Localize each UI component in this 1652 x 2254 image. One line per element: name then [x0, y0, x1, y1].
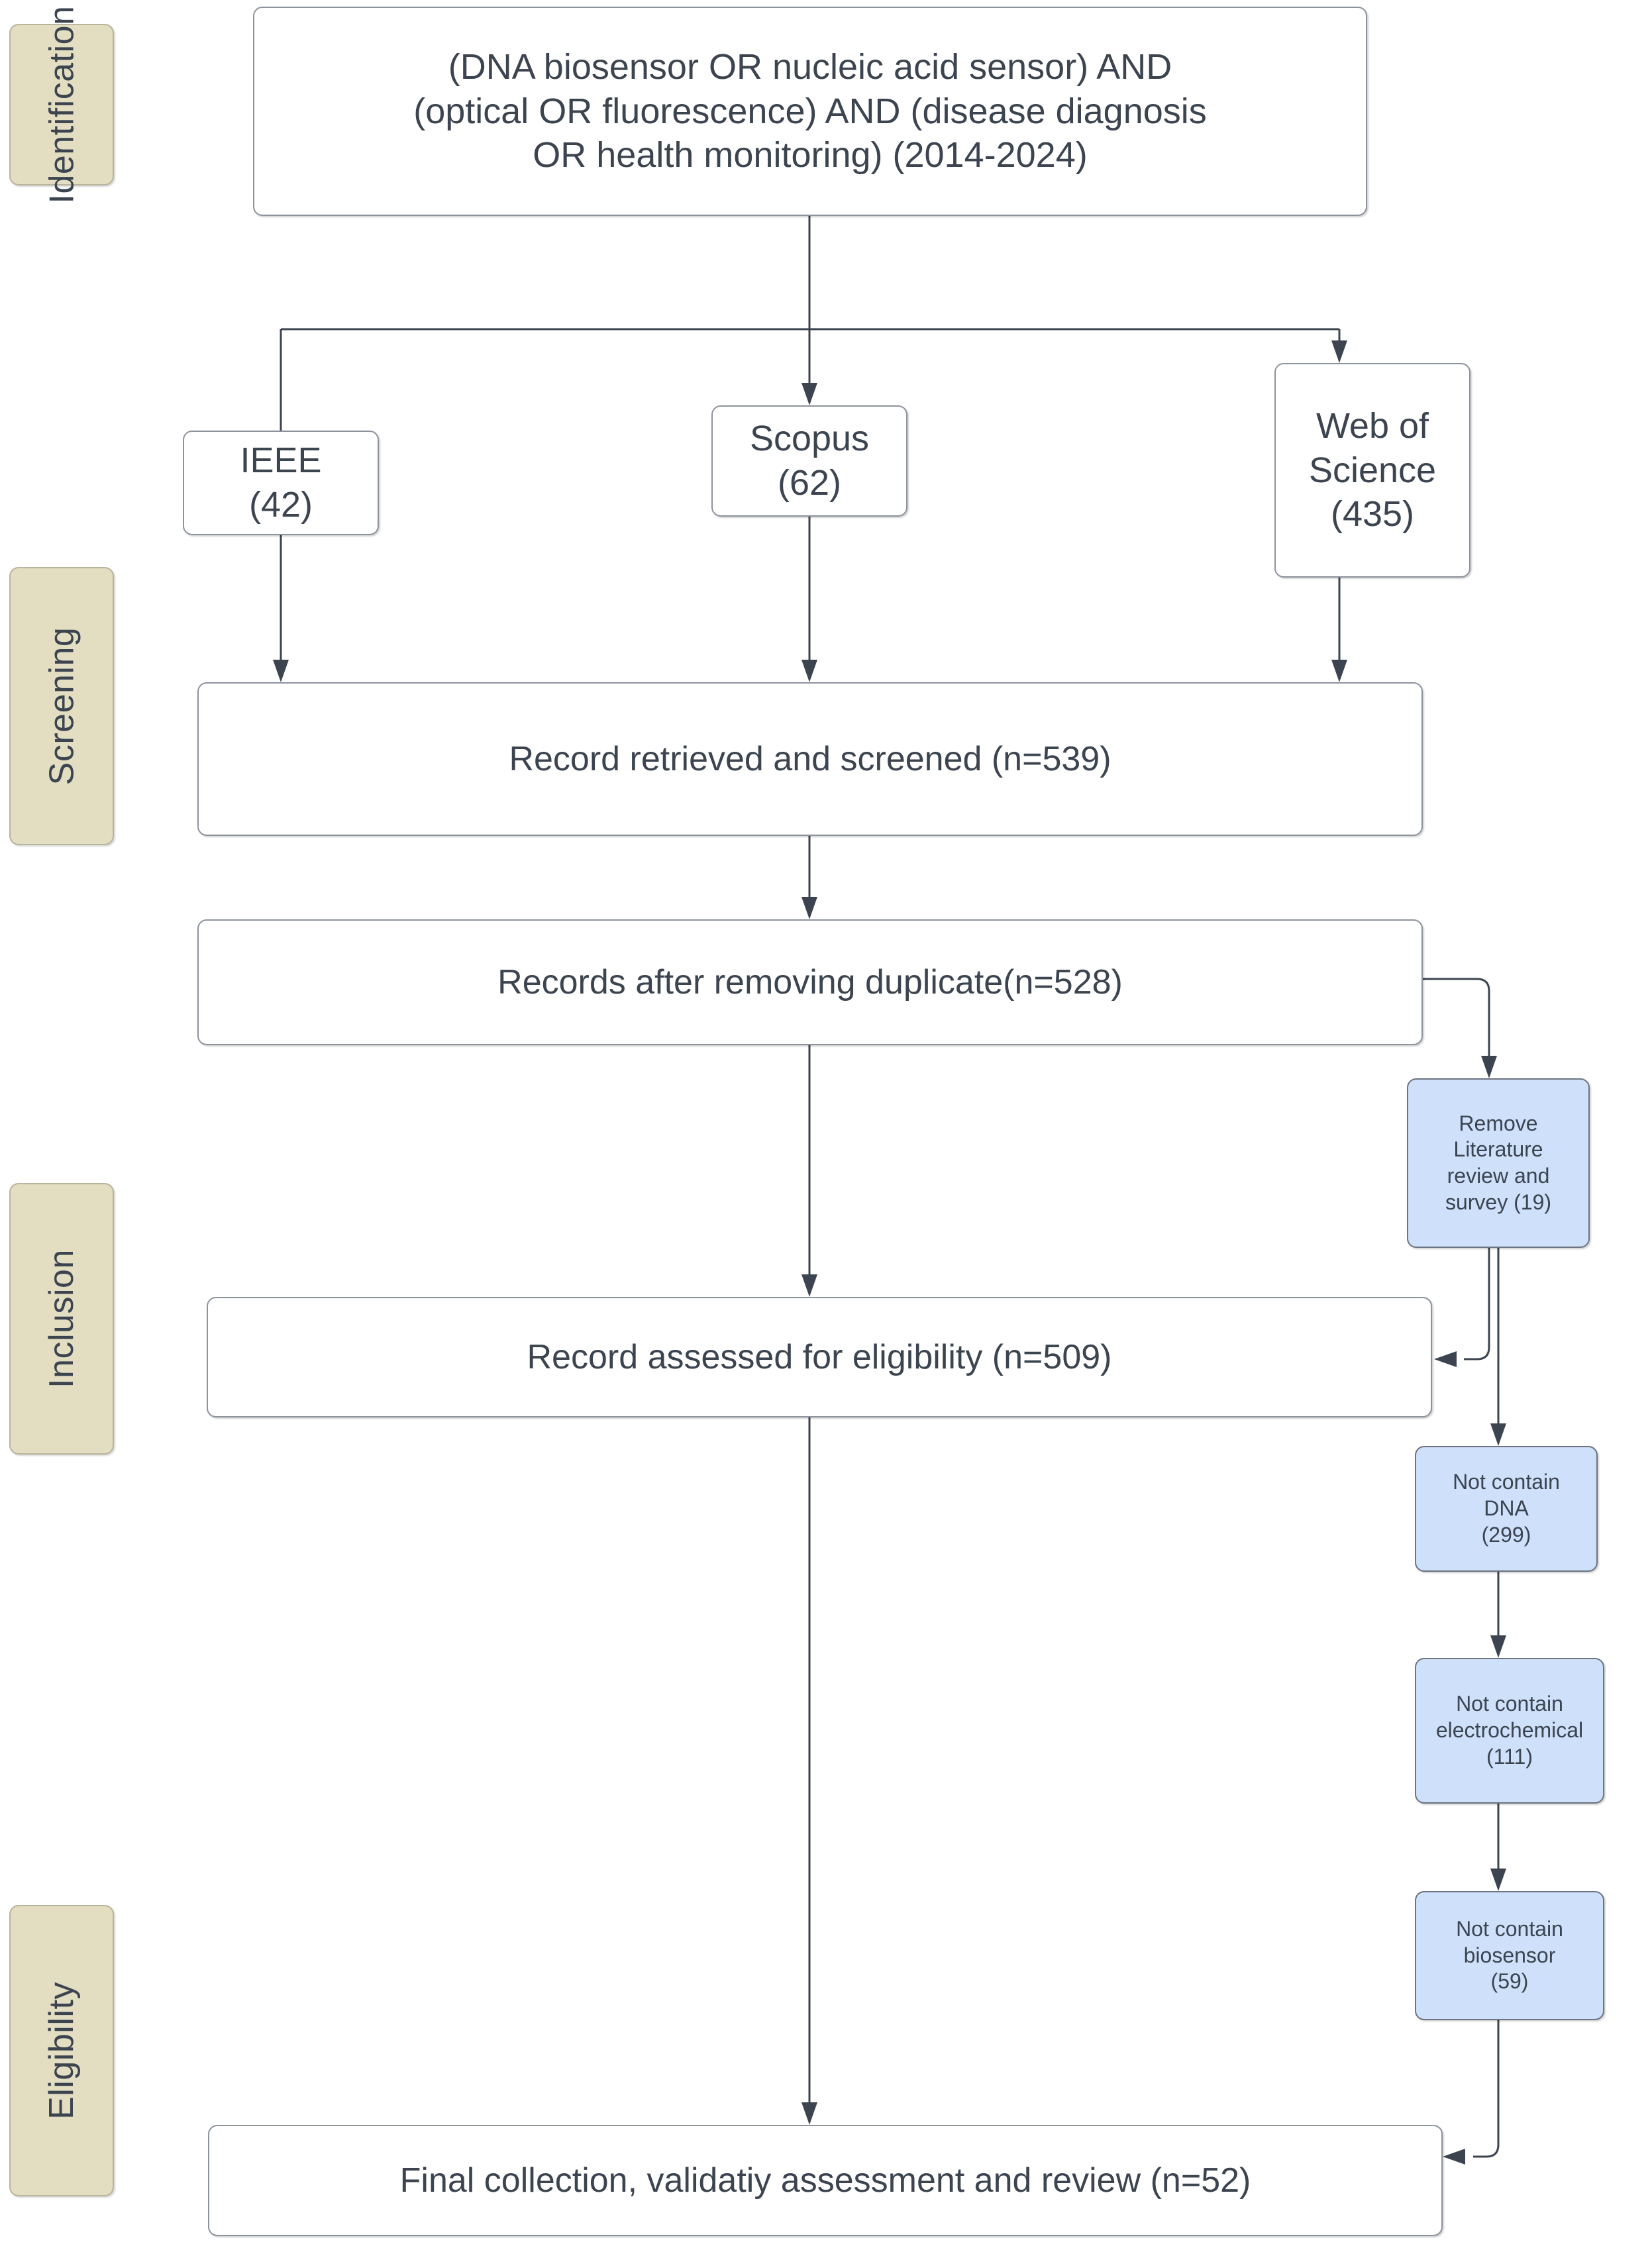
arrowhead-retrieved-right [1331, 660, 1347, 682]
exclusion-not-contain-electrochemical-line-1: Not contain [1456, 1692, 1563, 1716]
stage-label-identification: Identification [9, 6, 114, 203]
exclusion-not-contain-biosensor-line-3: (59) [1490, 1969, 1529, 1994]
arrowhead-final [801, 2102, 817, 2125]
exclusion-literature-review-line-2: Literature [1453, 1137, 1543, 1162]
database-count-wos: (435) [1330, 494, 1415, 535]
arrowhead-eligibility-right-in [1434, 1351, 1457, 1367]
exclusion-not-contain-electrochemical-line-3: (111) [1486, 1744, 1533, 1768]
records-deduplicated-box: Records after removing duplicate(n=528) [197, 919, 1423, 1045]
final-collection-label: Final collection, validatiy assessment a… [399, 2161, 1251, 2200]
arrowhead-retrieved-left [273, 660, 289, 682]
database-box-scopus: Scopus (62) [711, 405, 907, 517]
final-collection-box: Final collection, validatiy assessment a… [208, 2125, 1443, 2236]
arrowhead-wos [1331, 340, 1347, 363]
exclusion-box-not-contain-biosensor: Not contain biosensor (59) [1415, 1891, 1604, 2020]
database-count-ieee: (42) [248, 485, 313, 525]
arrowhead-deduped [801, 897, 817, 919]
database-name-scopus: Scopus [749, 419, 870, 459]
records-eligibility-label: Record assessed for eligibility (n=509) [527, 1337, 1112, 1376]
records-eligibility-box: Record assessed for eligibility (n=509) [207, 1297, 1432, 1417]
exclusion-not-contain-dna-line-2: DNA [1484, 1496, 1529, 1521]
database-count-scopus: (62) [777, 463, 842, 503]
database-name-wos-line-2: Science [1308, 450, 1437, 490]
connector-litreview-to-eligibility [1464, 1248, 1490, 1360]
database-box-ieee: IEEE (42) [183, 431, 379, 535]
stage-label-eligibility: Eligibility [9, 1905, 114, 2196]
records-retrieved-label: Record retrieved and screened (n=539) [509, 739, 1111, 778]
search-query-line-1: (DNA biosensor OR nucleic acid sensor) A… [448, 46, 1172, 87]
exclusion-literature-review-line-3: review and [1447, 1164, 1550, 1188]
database-name-wos-line-1: Web of [1316, 405, 1429, 446]
database-name-ieee: IEEE [240, 440, 322, 481]
arrowhead-noelectro [1490, 1635, 1506, 1658]
exclusion-not-contain-electrochemical-line-2: electrochemical [1435, 1718, 1584, 1743]
search-query-line-2: (optical OR fluorescence) AND (disease d… [413, 91, 1207, 131]
records-deduplicated-label: Records after removing duplicate(n=528) [497, 962, 1123, 1001]
exclusion-not-contain-biosensor-line-1: Not contain [1456, 1916, 1563, 1941]
stage-label-screening-text: Screening [42, 627, 81, 786]
database-box-web-of-science: Web of Science (435) [1274, 363, 1471, 578]
arrowhead-scopus [801, 383, 817, 405]
stage-label-screening: Screening [9, 567, 114, 845]
arrowhead-eligibility [801, 1274, 817, 1297]
exclusion-literature-review-line-1: Remove [1459, 1111, 1538, 1135]
connector-nobiosensor-to-final [1473, 2020, 1500, 2158]
arrowhead-nodna [1490, 1423, 1506, 1446]
arrowhead-retrieved-center [801, 660, 817, 682]
exclusion-box-not-contain-electrochemical: Not contain electrochemical (111) [1415, 1658, 1604, 1804]
stage-label-identification-text: Identification [42, 5, 81, 204]
arrowhead-final-right-in [1443, 2149, 1465, 2165]
stage-label-eligibility-text: Eligibility [42, 1982, 81, 2120]
connector-deduped-to-litreview [1422, 978, 1490, 1060]
exclusion-not-contain-dna-line-3: (299) [1481, 1522, 1531, 1547]
exclusion-box-not-contain-dna: Not contain DNA (299) [1415, 1446, 1598, 1572]
exclusion-literature-review-line-4: survey (19) [1445, 1190, 1552, 1214]
stage-label-inclusion: Inclusion [9, 1183, 114, 1455]
search-query-line-3: OR health monitoring) (2014-2024) [533, 135, 1088, 176]
search-query-box: (DNA biosensor OR nucleic acid sensor) A… [253, 7, 1367, 216]
arrowhead-litreview [1481, 1056, 1497, 1078]
records-retrieved-box: Record retrieved and screened (n=539) [197, 682, 1423, 836]
exclusion-not-contain-biosensor-line-2: biosensor [1463, 1943, 1556, 1967]
stage-label-inclusion-text: Inclusion [42, 1249, 81, 1388]
exclusion-box-literature-review: Remove Literature review and survey (19) [1407, 1078, 1590, 1248]
arrowhead-nobiosensor [1490, 1869, 1506, 1891]
exclusion-not-contain-dna-line-1: Not contain [1453, 1470, 1560, 1494]
